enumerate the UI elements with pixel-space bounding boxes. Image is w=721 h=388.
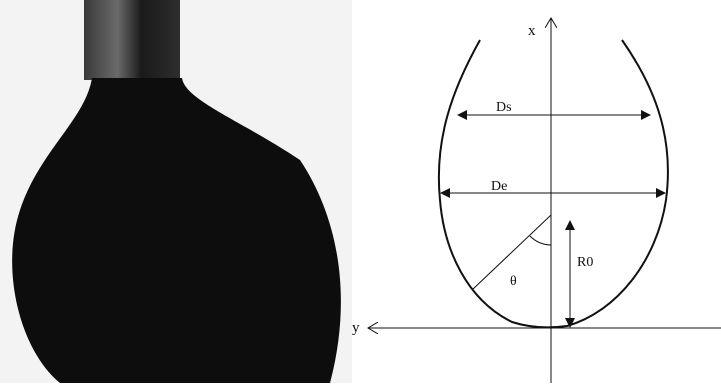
theta-label: θ [510,274,517,289]
y-axis-label: y [352,320,360,336]
drop-silhouette [0,0,352,383]
ds-label: Ds [496,100,512,115]
pendant-drop-photo [0,0,352,383]
schematic-lines [352,0,721,383]
needle [84,0,180,80]
de-label: De [491,179,508,194]
theta-arc [529,235,552,246]
theta-radius [471,214,552,291]
x-axis-label: x [528,23,536,39]
r0-label: R0 [577,255,594,270]
droplet [12,78,341,383]
drop-profile [437,39,669,329]
drop-schematic: x y Ds De R0 θ [352,0,721,383]
